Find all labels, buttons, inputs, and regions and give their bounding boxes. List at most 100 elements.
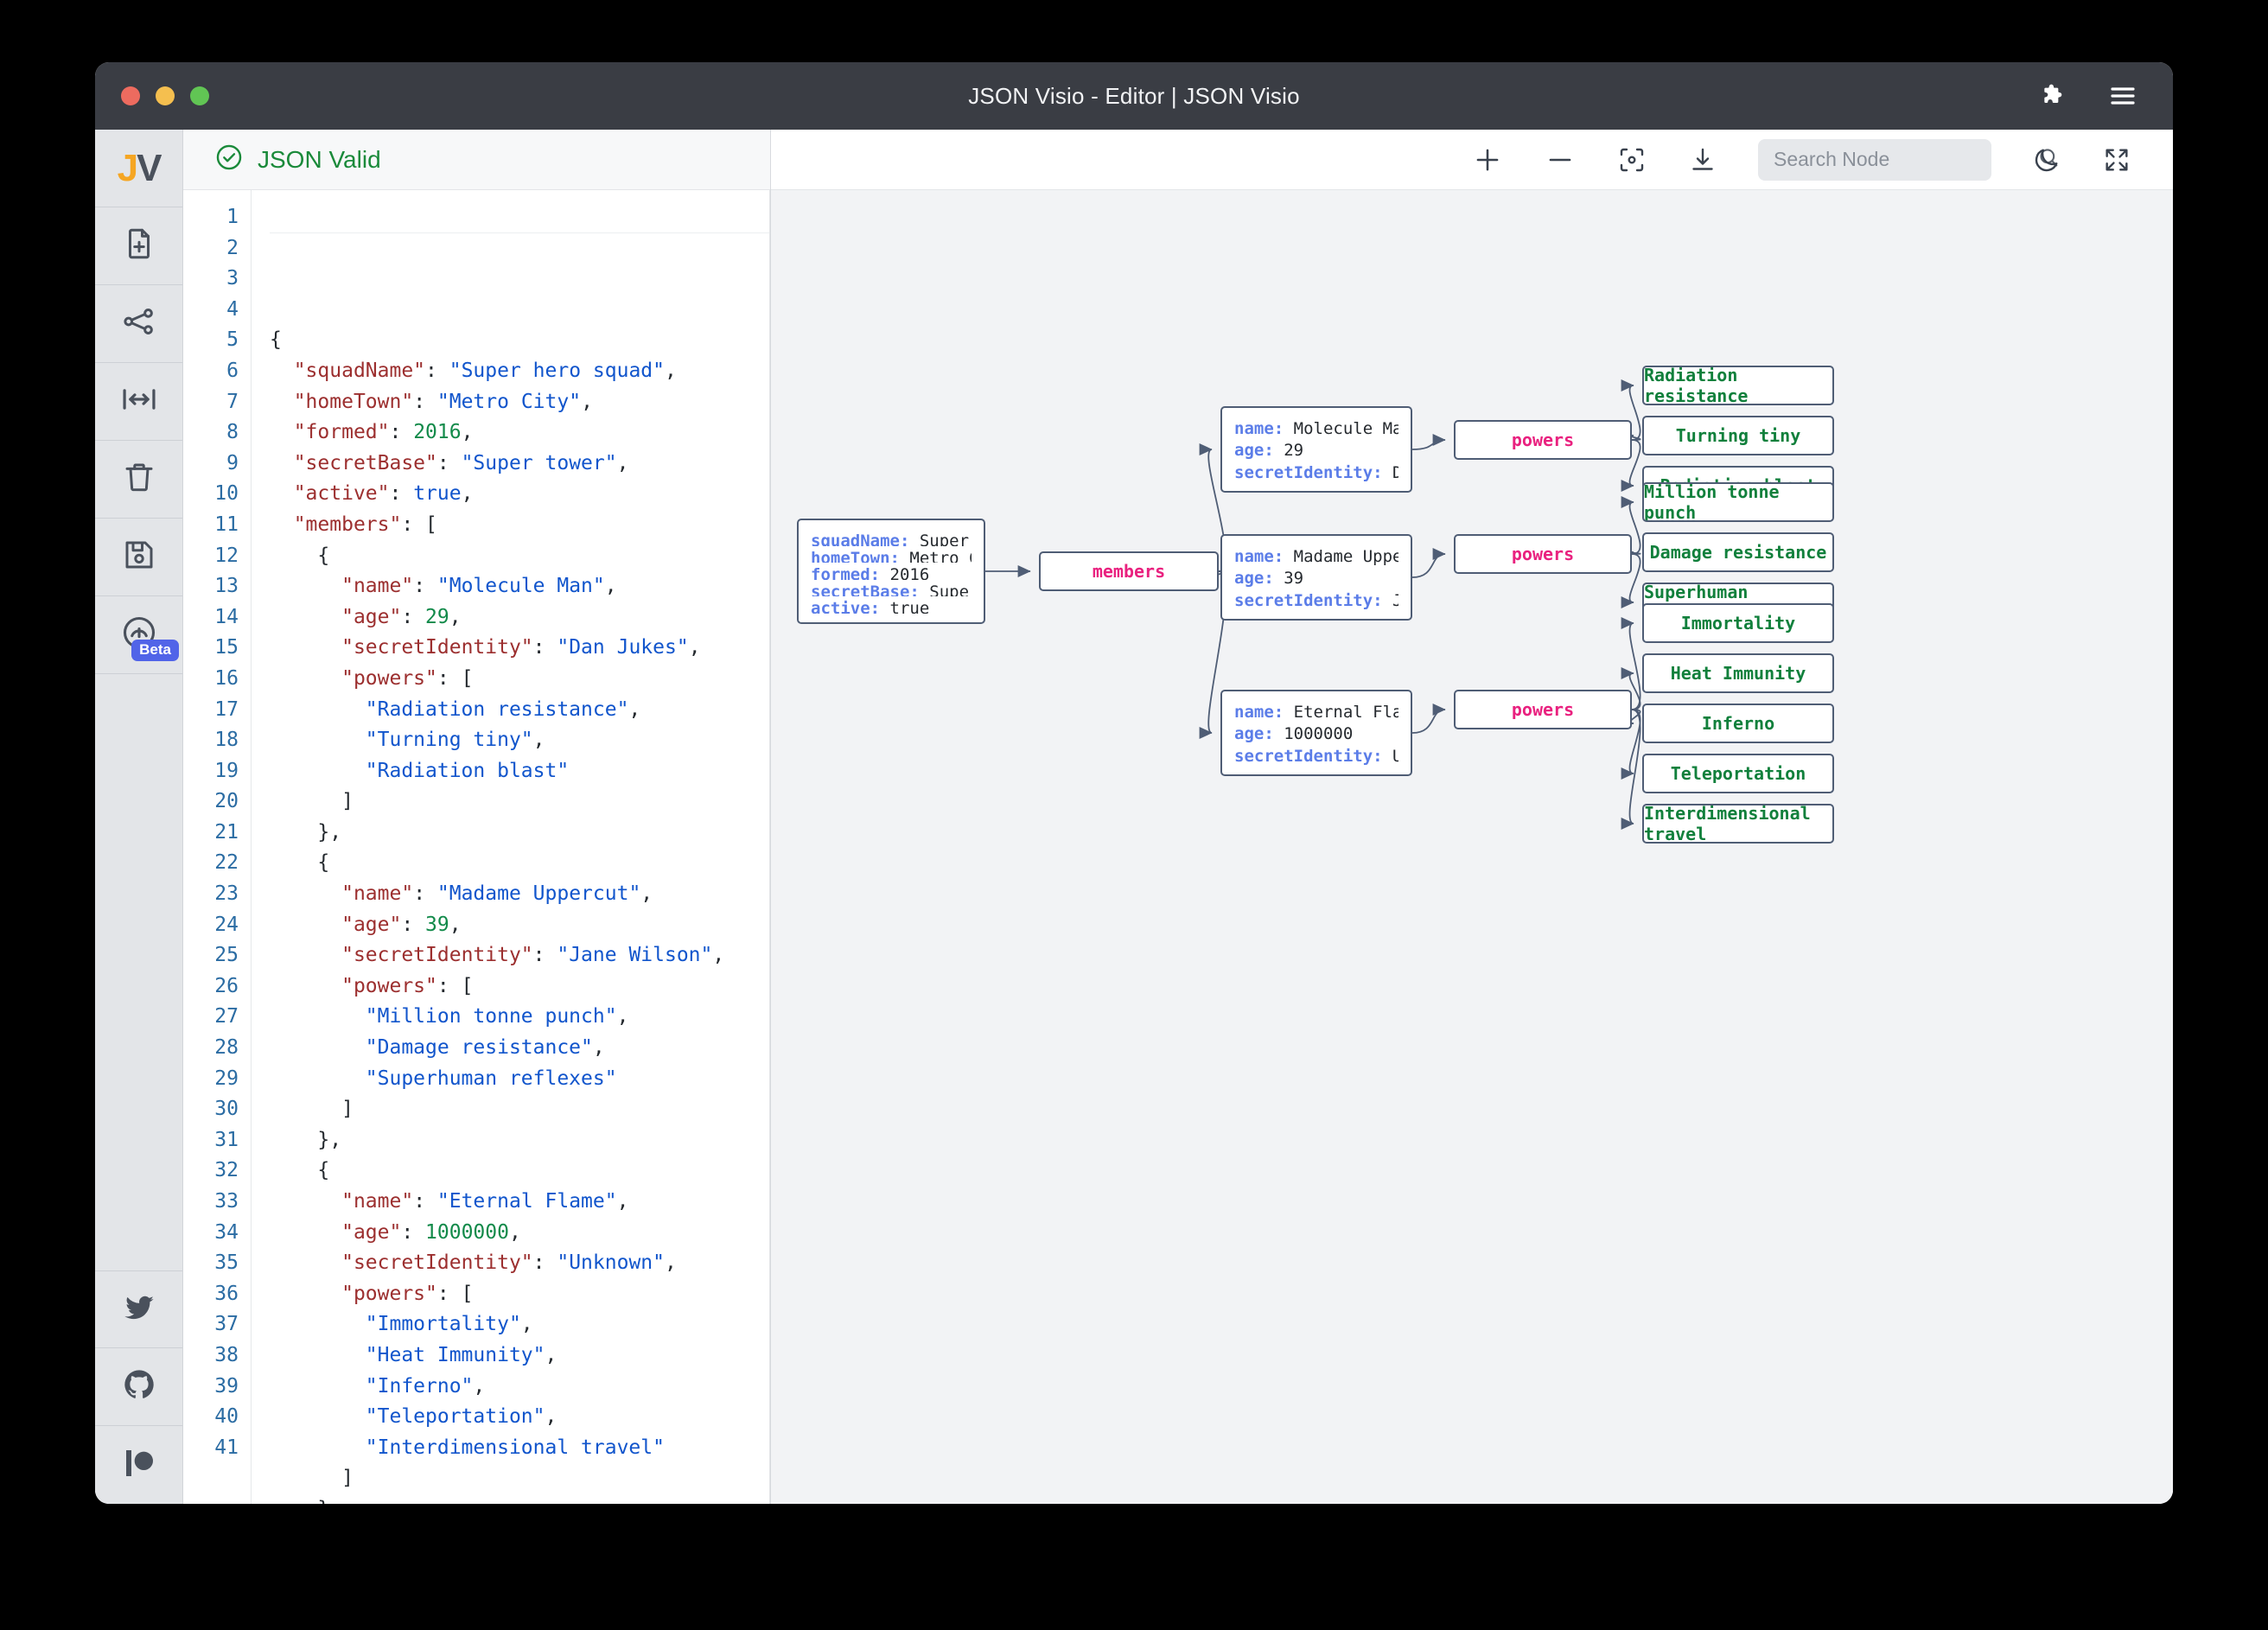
power-leaf-3-3[interactable]: Inferno [1642, 704, 1834, 743]
graph-pane: squadName: Super hero…homeTown: Metro Ci… [771, 130, 2173, 1504]
new-document-button[interactable] [95, 207, 182, 285]
code-line[interactable]: "Million tonne punch", [365, 1005, 629, 1028]
code-line[interactable]: "secretIdentity": "Dan Jukes", [341, 636, 701, 659]
save-button[interactable] [95, 519, 182, 596]
code-line[interactable]: "Damage resistance", [365, 1036, 605, 1060]
code-line[interactable]: "Turning tiny", [365, 729, 545, 752]
code-line[interactable]: { [270, 544, 330, 567]
code-line[interactable]: "Immortality", [365, 1313, 533, 1336]
zoom-in-icon[interactable] [1471, 143, 1504, 176]
code-line[interactable]: ] [270, 1467, 354, 1490]
fullscreen-icon[interactable] [2102, 145, 2131, 175]
code-line[interactable]: } [270, 1494, 770, 1504]
patreon-link[interactable] [95, 1426, 182, 1504]
graph-canvas[interactable]: squadName: Super hero…homeTown: Metro Ci… [771, 190, 2173, 1504]
line-number: 4 [226, 297, 239, 321]
code-line[interactable]: "squadName": "Super hero squad", [293, 359, 677, 382]
code-line[interactable]: "age": 1000000, [341, 1220, 521, 1244]
search-input[interactable] [1774, 148, 2029, 171]
power-leaf-3-5[interactable]: Interdimensional travel [1642, 804, 1834, 844]
code-line[interactable]: "members": [ [293, 513, 437, 536]
toggle-layout-button[interactable] [95, 363, 182, 441]
power-leaf-3-2[interactable]: Heat Immunity [1642, 653, 1834, 693]
code-line[interactable]: "Radiation resistance", [365, 697, 641, 721]
minimize-button[interactable] [156, 86, 175, 105]
node-row: formed: 2016 [811, 563, 972, 580]
code-line[interactable]: "powers": [ [341, 974, 474, 997]
trash-icon [121, 459, 157, 500]
code-line[interactable]: "Radiation blast" [365, 759, 570, 782]
code-line[interactable]: "name": "Eternal Flame", [341, 1190, 629, 1213]
code-line[interactable]: "Superhuman reflexes" [365, 1067, 617, 1090]
close-button[interactable] [121, 86, 140, 105]
code-line[interactable]: "powers": [ [341, 1282, 474, 1305]
member-node-2[interactable]: name: Madame Uppercutage: 39secretIdenti… [1220, 534, 1412, 621]
code-line[interactable]: "active": true, [293, 482, 474, 506]
power-leaf-2-2[interactable]: Damage resistance [1642, 532, 1834, 572]
line-number: 8 [226, 421, 239, 444]
zoom-out-icon[interactable] [1544, 143, 1577, 176]
powers-node-3[interactable]: powers [1454, 690, 1632, 729]
code-line[interactable]: "Heat Immunity", [365, 1343, 557, 1366]
node-key: name: [1234, 703, 1294, 722]
code-line[interactable]: "Inferno", [365, 1374, 486, 1398]
editor-ruler [769, 190, 770, 1504]
power-leaf-1-1[interactable]: Radiation resistance [1642, 366, 1834, 405]
line-number: 15 [214, 636, 239, 659]
code-line[interactable]: }, [270, 1128, 342, 1151]
code-line[interactable]: "name": "Molecule Man", [341, 575, 617, 598]
power-leaf-3-1[interactable]: Immortality [1642, 603, 1834, 643]
moon-icon[interactable] [2031, 144, 2062, 175]
code-line[interactable]: "name": "Madame Uppercut", [341, 882, 653, 906]
maximize-button[interactable] [190, 86, 209, 105]
puzzle-icon[interactable] [2040, 82, 2067, 110]
code-line[interactable]: { [270, 851, 330, 875]
code-line[interactable]: "age": 29, [341, 605, 462, 628]
node-row: secretIdentity: Jane … [1234, 589, 1398, 610]
line-number: 38 [214, 1343, 239, 1366]
code-line[interactable]: { [270, 1159, 330, 1182]
code-line[interactable]: "age": 39, [341, 913, 462, 936]
power-leaf-3-4[interactable]: Teleportation [1642, 754, 1834, 793]
members-node[interactable]: members [1039, 551, 1219, 591]
code-line[interactable]: "Teleportation", [365, 1405, 557, 1429]
powers-node-2[interactable]: powers [1454, 534, 1632, 574]
node-key: secretBase: [811, 582, 930, 597]
code-line[interactable]: }, [270, 820, 342, 844]
code-line[interactable]: ] [270, 790, 354, 813]
root-node[interactable]: squadName: Super hero…homeTown: Metro Ci… [797, 519, 985, 624]
power-leaf-1-2[interactable]: Turning tiny [1642, 416, 1834, 455]
rail-spacer [95, 674, 182, 1270]
code-line[interactable]: ] [270, 1098, 354, 1121]
graph-edge [1621, 496, 1641, 555]
graph-edge [1411, 433, 1446, 450]
node-row: active: true [811, 596, 972, 614]
code-line[interactable]: "secretIdentity": "Unknown", [341, 1251, 677, 1275]
json-status-label: JSON Valid [258, 145, 381, 173]
github-link[interactable] [95, 1348, 182, 1426]
code-line[interactable]: "formed": 2016, [293, 421, 474, 444]
member-node-1[interactable]: name: Molecule Manage: 29secretIdentity:… [1220, 406, 1412, 493]
line-number: 39 [214, 1374, 239, 1398]
code-line[interactable]: "secretBase": "Super tower", [293, 451, 629, 474]
code-line[interactable]: { [270, 328, 282, 352]
clear-button[interactable] [95, 441, 182, 519]
center-focus-icon[interactable] [1616, 144, 1647, 175]
member-node-3[interactable]: name: Eternal Flameage: 1000000secretIde… [1220, 690, 1412, 776]
twitter-link[interactable] [95, 1270, 182, 1348]
menu-icon[interactable] [2109, 85, 2137, 107]
cloud-beta-button[interactable]: Beta [95, 596, 182, 674]
powers-node-1[interactable]: powers [1454, 420, 1632, 460]
code-text[interactable]: { "squadName": "Super hero squad", "home… [270, 190, 770, 1504]
node-key: age: [1234, 441, 1284, 461]
app-logo[interactable]: JV [95, 130, 182, 207]
code-line[interactable]: "Interdimensional travel" [365, 1436, 665, 1459]
search-node-box[interactable] [1758, 138, 2058, 181]
download-icon[interactable] [1687, 144, 1718, 175]
code-line[interactable]: "powers": [ [341, 666, 474, 690]
power-leaf-2-1[interactable]: Million tonne punch [1642, 482, 1834, 522]
code-line[interactable]: "homeTown": "Metro City", [293, 390, 593, 413]
share-button[interactable] [95, 285, 182, 363]
code-line[interactable]: "secretIdentity": "Jane Wilson", [341, 944, 725, 967]
